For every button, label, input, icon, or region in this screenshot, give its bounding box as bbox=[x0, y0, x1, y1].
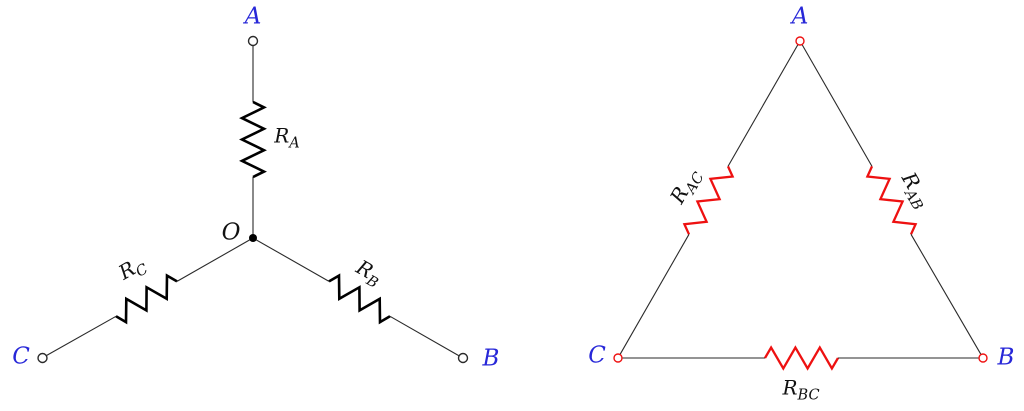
wye-center-node-dot bbox=[249, 234, 257, 242]
wye-wire-b-outer bbox=[389, 315, 459, 357]
wye-center-label-o: O bbox=[221, 219, 241, 246]
wye-resistor-label-ra: RA bbox=[274, 125, 300, 151]
resistor-subscript: A bbox=[289, 135, 300, 152]
delta-vertex-b-circle bbox=[978, 353, 988, 363]
delta-node-label-a: A bbox=[791, 3, 809, 30]
wye-resistor-rc-zigzag bbox=[115, 273, 178, 325]
delta-wire-ab-upper bbox=[801, 43, 873, 167]
resistor-subscript: BC bbox=[797, 387, 820, 404]
wye-terminal-b-circle bbox=[457, 352, 469, 364]
resistor-symbol: R bbox=[782, 375, 798, 400]
wye-terminal-c-circle bbox=[37, 352, 48, 364]
wye-resistor-ra-zigzag bbox=[239, 100, 267, 179]
wye-network bbox=[37, 35, 469, 364]
delta-node-label-b: B bbox=[997, 344, 1015, 371]
delta-wire-ac-lower bbox=[619, 234, 690, 355]
resistor-symbol: R bbox=[274, 123, 290, 148]
wye-node-label-b: B bbox=[482, 345, 500, 372]
delta-resistor-rac-zigzag bbox=[682, 165, 735, 235]
wye-wire-c-inner bbox=[176, 237, 254, 282]
wye-node-label-c: C bbox=[12, 343, 30, 370]
delta-resistor-rab-zigzag bbox=[865, 165, 918, 235]
wye-terminal-a-circle bbox=[247, 35, 259, 47]
wye-wire-c-outer bbox=[46, 315, 117, 357]
wye-resistor-rb-zigzag bbox=[328, 273, 391, 325]
delta-network bbox=[613, 36, 988, 371]
delta-vertex-c-circle bbox=[613, 353, 623, 363]
delta-node-label-c: C bbox=[588, 342, 606, 369]
wye-wire-b-inner bbox=[252, 237, 330, 282]
delta-vertex-a-circle bbox=[795, 36, 805, 46]
delta-resistor-label-rbc: RBC bbox=[782, 377, 819, 403]
delta-wire-ab-lower bbox=[910, 234, 982, 355]
delta-wire-ac-upper bbox=[727, 43, 799, 167]
wye-node-label-a: A bbox=[244, 3, 262, 30]
delta-resistor-rbc-zigzag bbox=[764, 345, 839, 371]
